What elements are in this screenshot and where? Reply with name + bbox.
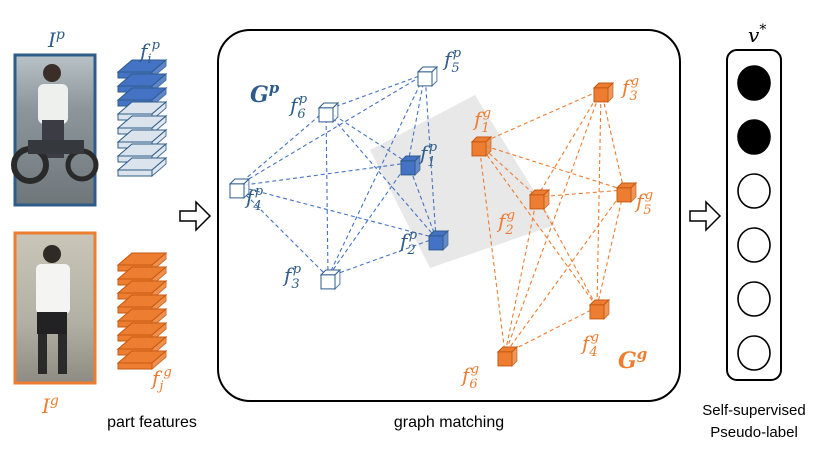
probe-edge <box>407 162 437 239</box>
probe-graph-nodes: f1p f2p f3p f4p f5p f6p <box>228 46 462 292</box>
probe-edge <box>327 162 409 278</box>
gallery-node-label-6: f6g <box>460 362 479 392</box>
gallery-feature-slab <box>116 349 168 371</box>
probe-node-2 <box>427 229 450 252</box>
probe-edge <box>236 109 327 187</box>
probe-node-label-5: f5p <box>442 46 462 76</box>
arrow-to-pseudo-label <box>689 200 722 232</box>
gallery-node-4 <box>588 298 611 321</box>
gallery-edge <box>478 89 602 145</box>
probe-edge <box>236 185 329 278</box>
probe-part-feature-stack <box>116 58 168 178</box>
arrow-to-graph <box>179 200 212 232</box>
gallery-edge <box>504 89 602 355</box>
probe-node-label-1: f1p <box>418 140 438 170</box>
gallery-node-2 <box>528 188 551 211</box>
pseudo-label-cell <box>737 119 771 155</box>
pseudo-label-title: v* <box>748 22 766 47</box>
probe-node-6 <box>317 101 340 124</box>
probe-edge <box>325 109 409 164</box>
gallery-edge <box>504 306 598 355</box>
gallery-image-label: Ig <box>41 393 59 418</box>
probe-graph-edges <box>236 73 437 278</box>
gallery-node-5 <box>615 181 638 204</box>
gallery-edge <box>536 189 625 198</box>
probe-graph-label: Gp <box>250 79 280 108</box>
gallery-edge <box>504 189 625 355</box>
probe-edge <box>325 109 437 239</box>
gallery-edge <box>596 189 625 308</box>
probe-edge <box>327 237 437 278</box>
probe-edge <box>236 162 409 187</box>
gallery-node-label-1: f1g <box>472 106 491 136</box>
gallery-edge <box>596 89 602 308</box>
gallery-part-feature-stack <box>116 251 168 371</box>
gallery-node-label-3: f3g <box>620 74 639 104</box>
pseudo-label-caption-line1: Self-supervised <box>702 402 805 419</box>
gallery-node-3 <box>592 81 615 104</box>
probe-node-1 <box>399 154 422 177</box>
probe-node-3 <box>319 268 342 291</box>
gallery-edge <box>478 143 598 308</box>
probe-edge <box>325 73 426 111</box>
probe-node-label-6: f6p <box>288 92 308 122</box>
gallery-node-label-2: f2g <box>496 208 515 238</box>
pseudo-label-cell <box>737 173 771 209</box>
gallery-node-label-4: f4g <box>580 330 599 360</box>
part-features-caption: part features <box>107 414 197 431</box>
probe-image-label: Ip <box>47 27 65 52</box>
probe-edge <box>424 73 437 239</box>
gallery-edge <box>478 143 538 198</box>
pseudo-label-caption-line2: Pseudo-label <box>710 424 798 441</box>
probe-node-label-2: f2p <box>398 228 418 258</box>
gallery-graph-nodes: f1g f2g f3g f4g f5g f6g <box>460 74 653 392</box>
pseudo-label-cells <box>737 65 771 371</box>
probe-node-label-4: f4p <box>244 184 264 214</box>
graph-matching-caption: graph matching <box>394 414 504 431</box>
gallery-node-1 <box>470 135 493 158</box>
pseudo-label-cell <box>737 65 771 101</box>
probe-edge <box>327 73 426 278</box>
probe-node-label-3: f3p <box>282 262 302 292</box>
gallery-graph-edges <box>478 89 625 355</box>
gallery-feature-label: fjg <box>150 365 172 394</box>
gallery-node-label-5: f5g <box>634 188 653 218</box>
probe-edge <box>236 73 426 187</box>
gallery-node-6 <box>496 345 519 368</box>
probe-feature-slab <box>116 156 168 178</box>
probe-node-5 <box>416 65 439 88</box>
matching-region <box>370 95 555 268</box>
gallery-edge <box>478 143 506 355</box>
gallery-image <box>13 231 97 385</box>
pseudo-label-cell <box>737 335 771 371</box>
probe-image <box>11 53 99 207</box>
probe-node-4 <box>228 177 251 200</box>
pseudo-label-cell <box>737 227 771 263</box>
gallery-edge <box>504 196 538 355</box>
probe-edge <box>236 185 437 239</box>
gallery-graph-label: Gg <box>618 345 647 374</box>
gallery-edge <box>600 89 625 191</box>
probe-edge <box>407 73 426 164</box>
pseudo-label-cell <box>737 281 771 317</box>
